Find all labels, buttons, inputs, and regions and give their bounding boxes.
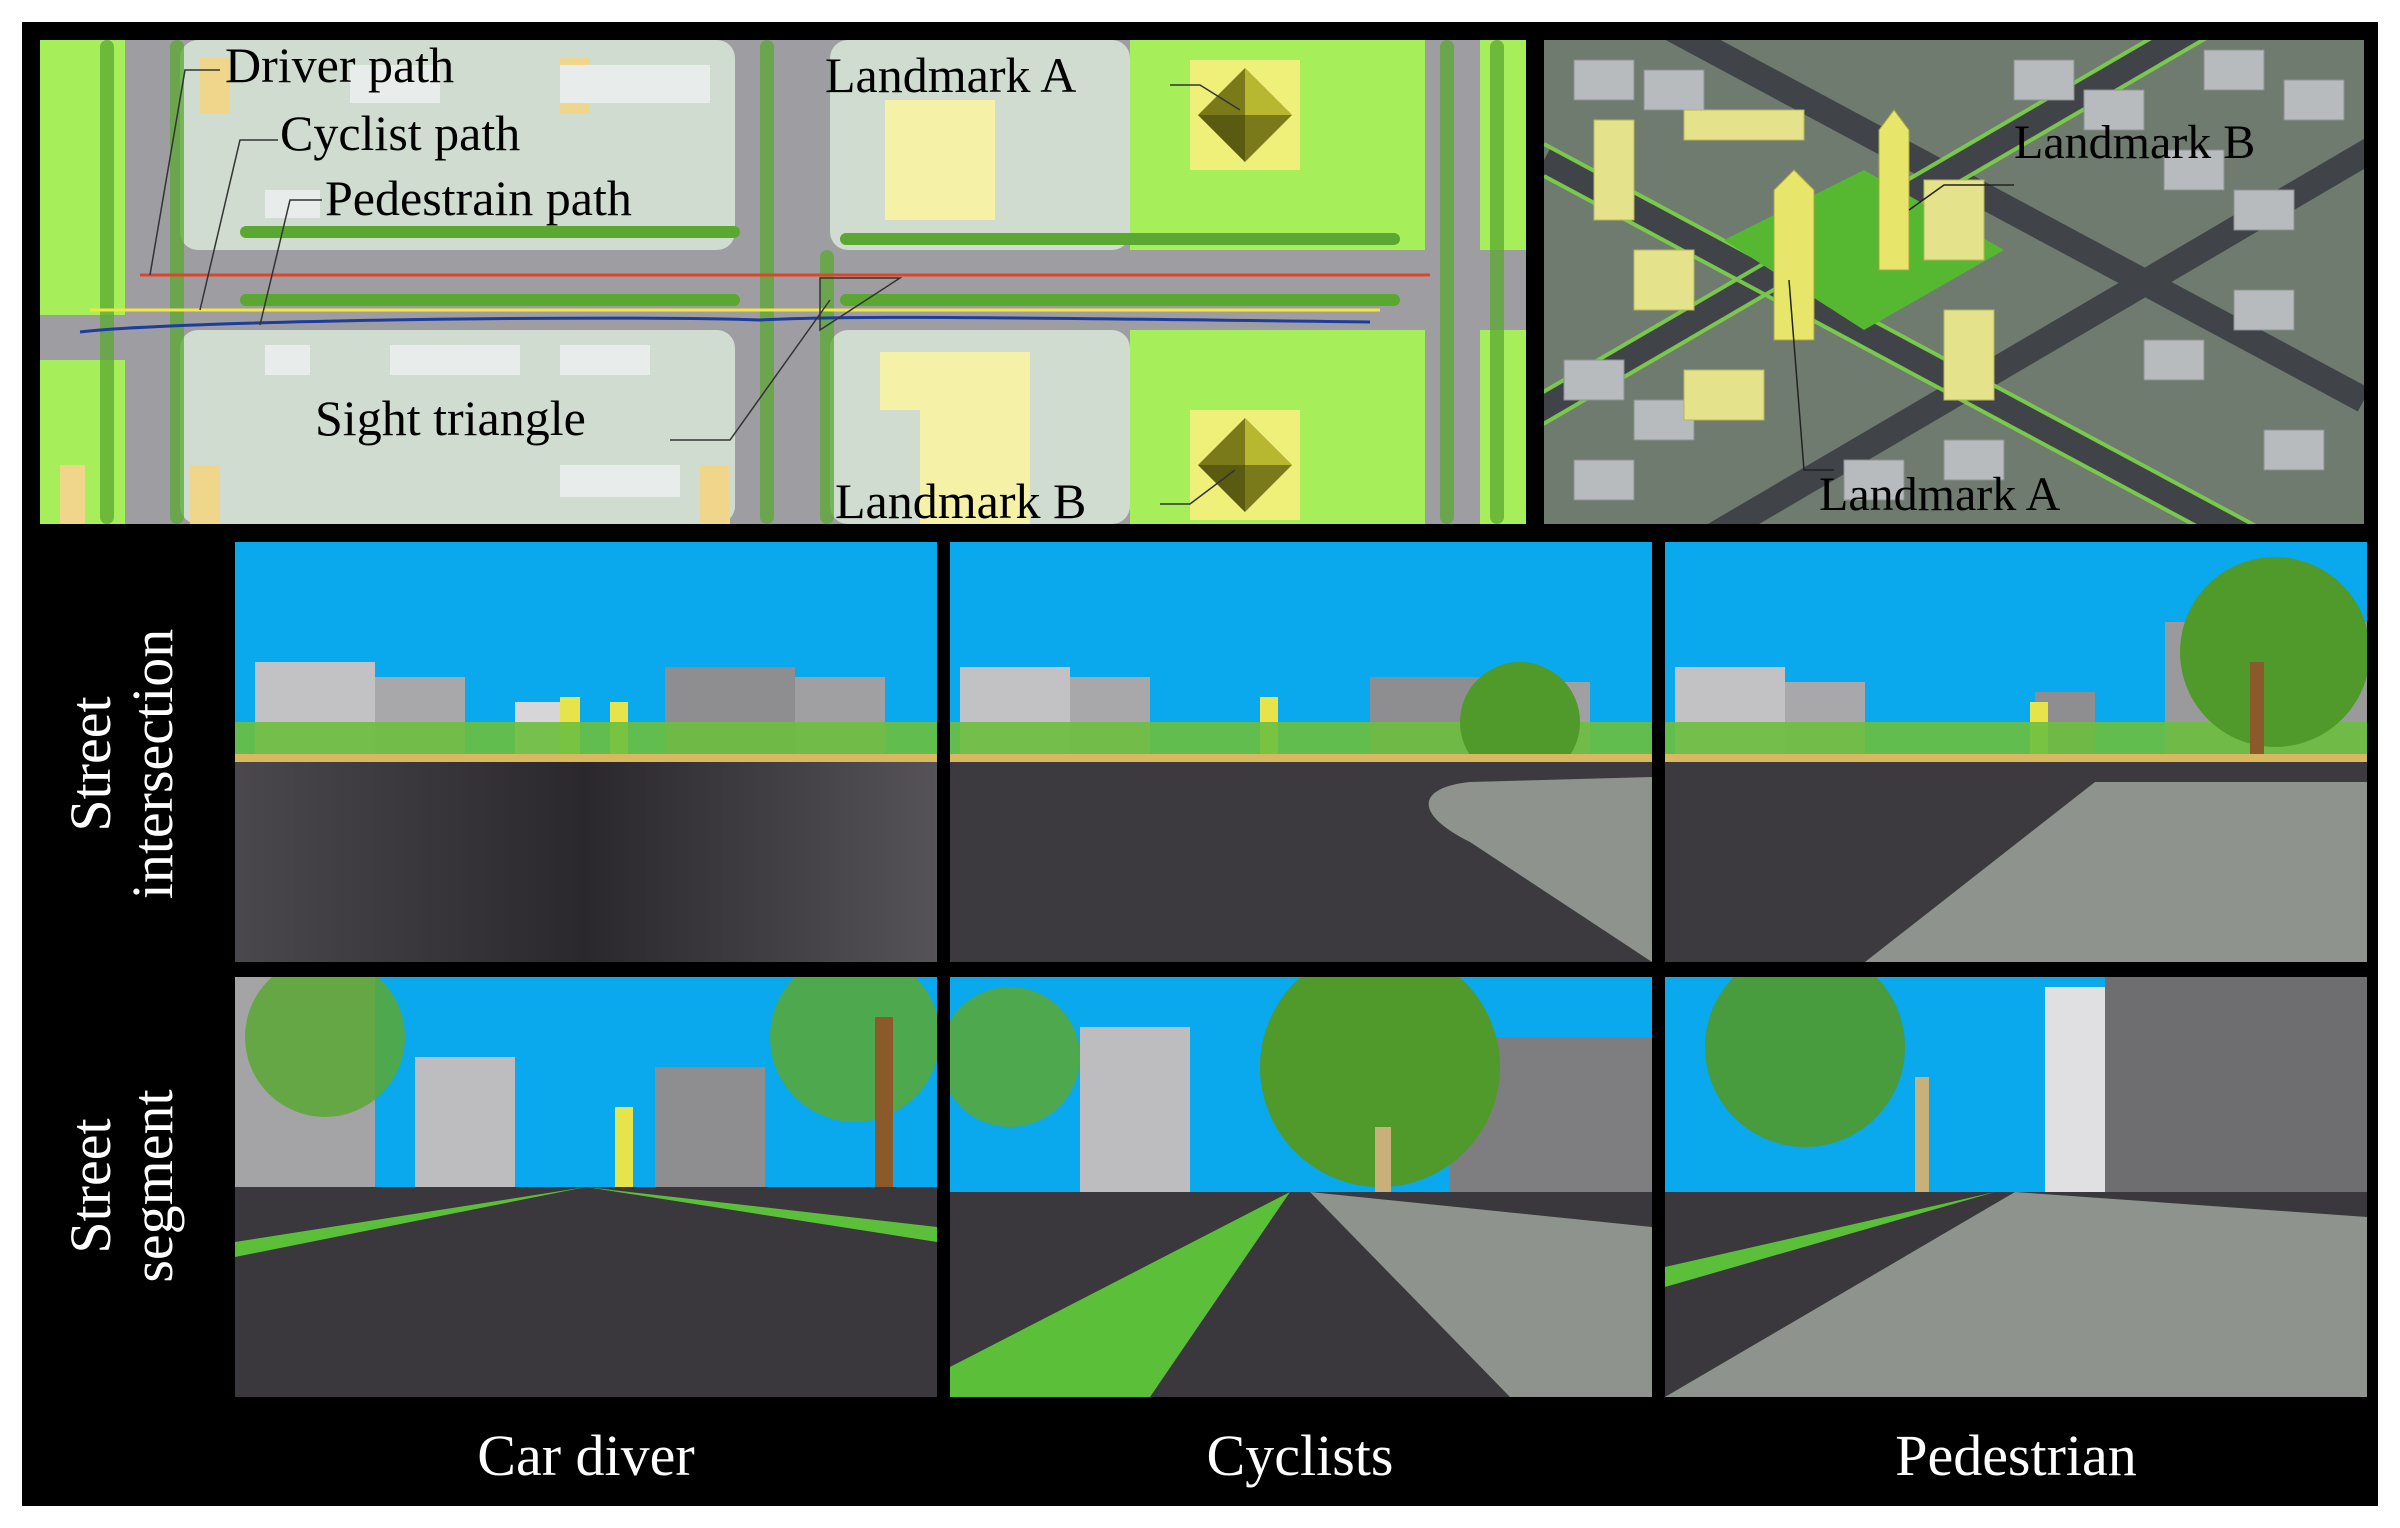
- row-label-line: segment: [120, 1089, 185, 1283]
- plan-building: [60, 465, 85, 524]
- building: [2105, 977, 2367, 1202]
- row-label-line: Street: [58, 696, 123, 832]
- row-label-street-intersection: Street intersection: [58, 614, 185, 914]
- landmark-a-label: Landmark A: [825, 47, 1076, 103]
- sight-triangle: [819, 277, 903, 332]
- plan-building: [200, 58, 230, 113]
- plan-building: [560, 465, 680, 497]
- tree-canopy: [245, 977, 405, 1117]
- aerial-landmark-a-leader: [1788, 279, 1834, 471]
- tree-canopy: [1460, 662, 1580, 782]
- tree-canopy: [2180, 557, 2367, 747]
- aerial-landmark-b-label: Landmark B: [2014, 116, 2255, 169]
- segment-car-driver-view: [235, 977, 937, 1397]
- plan-view-map: Driver path Cyclist path Pedestrain path…: [40, 40, 1526, 524]
- median: [1665, 1192, 1995, 1287]
- tree-rows: [100, 40, 1504, 524]
- sidewalk-strip: [235, 754, 937, 764]
- figure-frame: Driver path Cyclist path Pedestrain path…: [22, 22, 2378, 1506]
- sidewalk: [1665, 1192, 2367, 1397]
- building: [1080, 1027, 1190, 1192]
- landmark-b-label: Landmark B: [835, 473, 1086, 524]
- yellow-buildings: [1593, 109, 1995, 421]
- intersection-pedestrian-view: [1665, 542, 2367, 962]
- tree-canopy: [1705, 977, 1905, 1147]
- segment-pedestrian-view: [1665, 977, 2367, 1397]
- sidewalk: [1865, 782, 2367, 962]
- row-label-street-segment: Street segment: [58, 1036, 185, 1336]
- sidewalk-strip: [950, 754, 1652, 764]
- plan-building: [190, 465, 220, 524]
- sight-triangle-label: Sight triangle: [315, 390, 586, 446]
- driver-path-leader: [149, 69, 220, 276]
- pedestrian-path-label: Pedestrain path: [325, 170, 632, 226]
- cyclist-path-label: Cyclist path: [280, 105, 520, 161]
- plan-view-panel: Driver path Cyclist path Pedestrain path…: [40, 40, 1526, 524]
- aerial-view-map: Landmark B Landmark A: [1544, 40, 2364, 524]
- intersection-cyclists-view: [950, 542, 1652, 962]
- gray-buildings: [1563, 49, 2345, 501]
- intersection-car-driver-view: [235, 542, 937, 962]
- sidewalk: [1310, 1192, 1652, 1397]
- plan-building: [560, 345, 650, 375]
- landmark-a-leader: [1170, 84, 1241, 111]
- building: [415, 1057, 515, 1187]
- landmark: [615, 1107, 633, 1187]
- median-left: [235, 1187, 586, 1257]
- aerial-landmark-b-leader: [1908, 184, 2014, 211]
- tree-canopy: [770, 977, 937, 1122]
- plan-building: [700, 465, 730, 524]
- cyclist-path-leader: [199, 139, 278, 311]
- landmark-b-tower: [1878, 109, 1910, 271]
- landmark-a-tower: [1773, 169, 1815, 341]
- plan-building: [390, 345, 520, 375]
- plan-building: [885, 100, 995, 220]
- plan-building: [560, 65, 710, 103]
- tree-canopy: [950, 987, 1080, 1127]
- segment-cyclists-view: [950, 977, 1652, 1397]
- column-label-cyclists: Cyclists: [1206, 1423, 1394, 1488]
- sidewalk-strip: [1665, 754, 2367, 764]
- tree-canopy: [1260, 977, 1500, 1187]
- building: [655, 1067, 765, 1187]
- aerial-landmark-a-label: Landmark A: [1819, 468, 2061, 521]
- tree-trunk: [875, 1017, 893, 1237]
- bike-lane-median: [950, 1192, 1290, 1397]
- plan-building: [265, 190, 320, 218]
- plan-building: [880, 352, 1030, 524]
- tree-trunk: [2250, 662, 2264, 762]
- pedestrian-path-line: [79, 315, 1371, 334]
- building: [2045, 987, 2105, 1202]
- column-label-pedestrian: Pedestrian: [1895, 1423, 2137, 1488]
- row-label-line: Street: [58, 1118, 123, 1254]
- column-label-car-driver: Car diver: [477, 1423, 695, 1488]
- sight-triangle-leader: [670, 299, 831, 441]
- median-right: [586, 1187, 937, 1242]
- road: [235, 762, 937, 962]
- aerial-view-panel: Landmark B Landmark A: [1544, 40, 2364, 524]
- landmark-b-leader: [1160, 469, 1236, 505]
- sidewalk: [1428, 777, 1652, 962]
- plan-building: [265, 345, 310, 375]
- driver-path-label: Driver path: [225, 40, 454, 93]
- pedestrian-path-leader: [259, 199, 322, 326]
- plan-building: [350, 65, 440, 103]
- row-label-line: intersection: [120, 628, 185, 900]
